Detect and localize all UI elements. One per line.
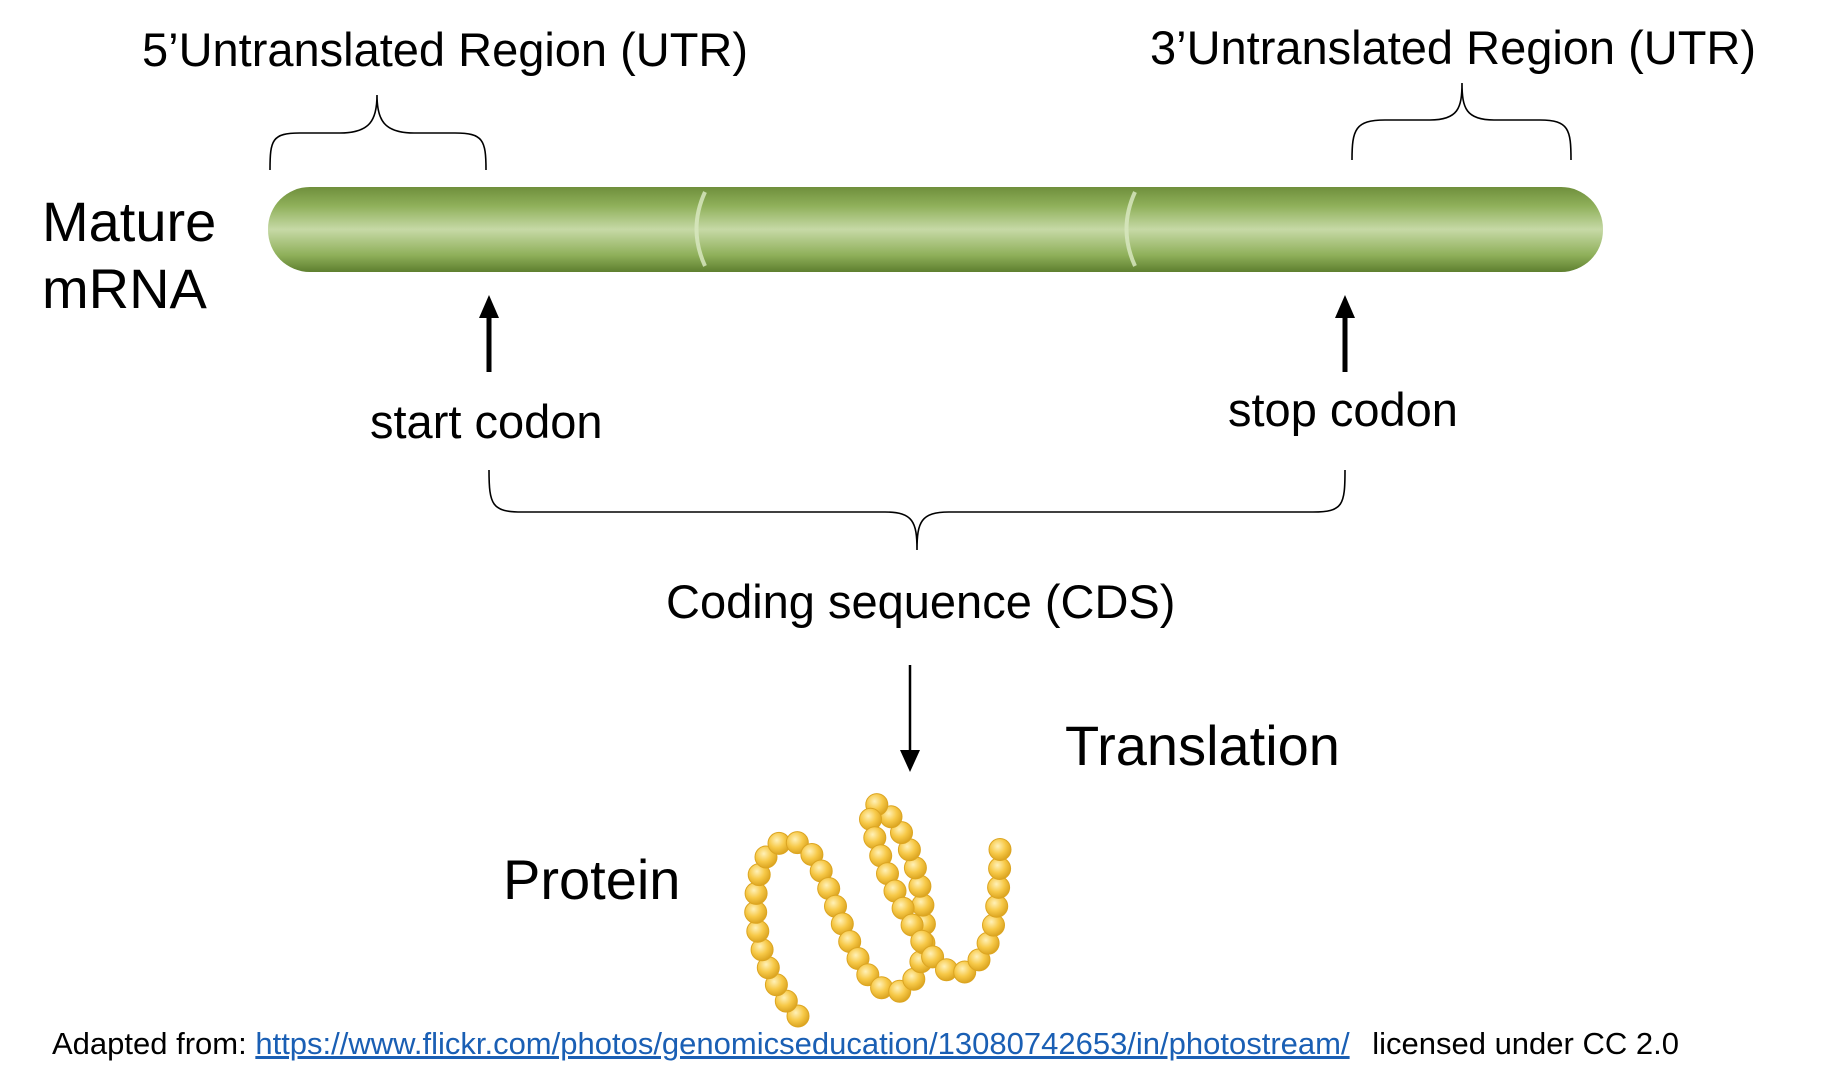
translation-arrow	[900, 665, 920, 772]
protein-label: Protein	[503, 848, 681, 911]
attribution-license: licensed under CC 2.0	[1372, 1026, 1679, 1061]
mrna-label-line1: Mature	[42, 190, 217, 253]
cds-bracket	[488, 469, 1346, 551]
cds-label: Coding sequence (CDS)	[666, 575, 1176, 628]
start-codon-arrow	[479, 295, 499, 372]
protein-chain	[744, 793, 1012, 1028]
utr3-bracket	[1351, 82, 1572, 161]
mrna-strand	[268, 187, 1603, 272]
attribution-prefix: Adapted from:	[52, 1026, 247, 1061]
utr3-label: 3’Untranslated Region (UTR)	[1150, 21, 1757, 74]
amino-acid-bead	[982, 913, 1005, 937]
mrna-label: Mature mRNA	[42, 188, 216, 322]
utr5-bracket	[269, 94, 487, 171]
amino-acid-bead	[988, 838, 1012, 861]
stop-codon-label: stop codon	[1228, 383, 1458, 436]
stop-codon-arrow	[1335, 295, 1355, 372]
translation-label: Translation	[1065, 714, 1340, 777]
amino-acid-bead	[744, 881, 768, 905]
attribution: Adapted from: https://www.flickr.com/pho…	[52, 1026, 1679, 1062]
source-link[interactable]: https://www.flickr.com/photos/genomicsed…	[255, 1026, 1350, 1061]
mrna-label-line2: mRNA	[42, 257, 207, 321]
utr5-label: 5’Untranslated Region (UTR)	[142, 23, 749, 76]
start-codon-label: start codon	[370, 395, 603, 448]
